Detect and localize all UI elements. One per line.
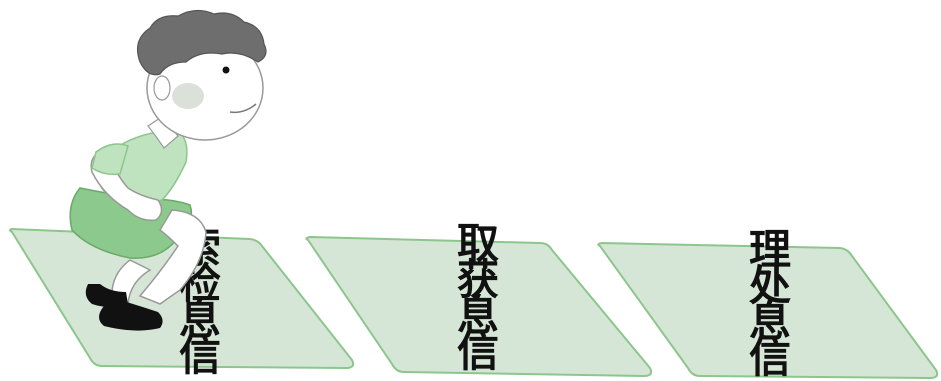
tile-3-label: 信息处理 (749, 225, 791, 381)
boy-sleeve (91, 143, 129, 176)
boy-cheek (172, 83, 204, 109)
tile-3-char: 信 (749, 333, 791, 381)
tile-1-char: 息 (179, 295, 221, 344)
boy-mouth (229, 103, 257, 114)
tile-2: 信息获取 (305, 219, 653, 378)
tile-3-char: 息 (749, 297, 791, 346)
boy-figure-icon (69, 9, 267, 331)
tile-2-label: 信息获取 (457, 219, 499, 376)
tile-1-shape (9, 227, 355, 370)
tile-3-char: 理 (749, 225, 791, 274)
tile-2-char: 信 (457, 327, 499, 376)
tile-2-char: 获 (457, 255, 499, 304)
boy-ear (153, 75, 171, 101)
boy-leg-front (138, 209, 207, 305)
tile-2-char: 息 (457, 291, 499, 340)
boy-eye (222, 66, 230, 74)
tile-3-shape (597, 241, 939, 380)
tile-3-char: 处 (749, 261, 791, 310)
boy-hair (137, 9, 267, 76)
tile-1-char: 信 (179, 331, 221, 380)
tile-2-shape (305, 235, 653, 378)
tile-2-char: 取 (457, 219, 499, 268)
boy-shoe-front (99, 300, 163, 331)
tile-3: 信息处理 (597, 225, 939, 381)
